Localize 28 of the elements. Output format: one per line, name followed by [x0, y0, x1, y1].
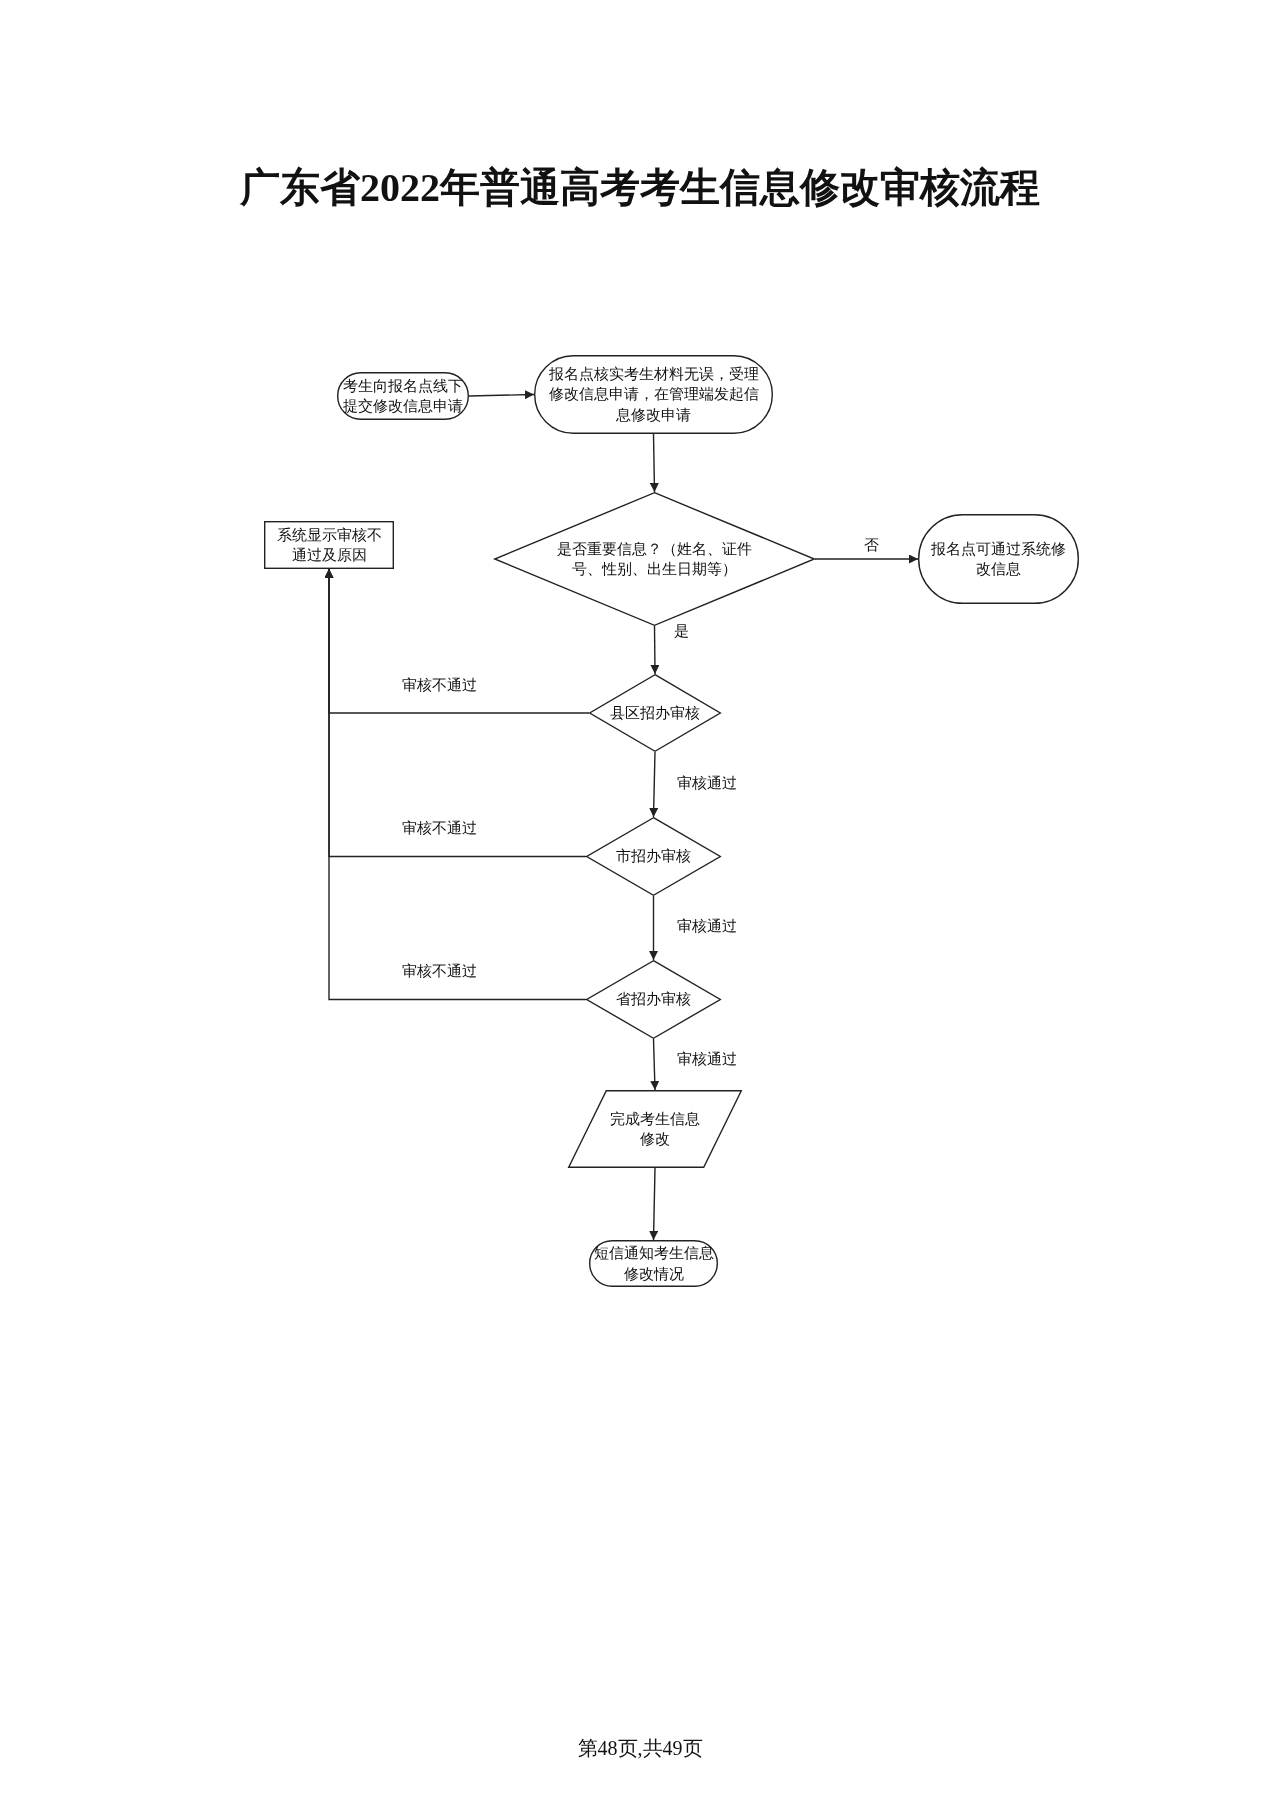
- edge-label: 否: [862, 536, 881, 555]
- arrow: [650, 625, 660, 675]
- title: 广东省2022年普通高考考生信息修改审核流程: [239, 164, 1041, 212]
- process-box: 系统显示审核不通过及原因: [264, 521, 394, 569]
- data-parallelogram: 完成考生信息修改: [568, 1090, 742, 1168]
- edge-label: 审核不通过: [400, 819, 479, 838]
- arrow: [324, 568, 587, 1001]
- terminal-box: 报名点核实考生材料无误，受理修改信息申请，在管理端发起信息修改申请: [534, 355, 773, 434]
- decision-diamond: 县区招办审核: [589, 674, 721, 752]
- page-number: 第48页,共49页: [576, 1736, 704, 1761]
- decision-diamond: 省招办审核: [586, 960, 721, 1039]
- arrow: [468, 390, 535, 400]
- edge-label: 审核不通过: [400, 676, 479, 695]
- edge-label: 审核不通过: [400, 962, 479, 981]
- decision-diamond: 市招办审核: [586, 817, 721, 896]
- terminal-box: 报名点可通过系统修改信息: [918, 514, 1079, 604]
- arrow: [650, 1038, 660, 1091]
- edge-label: 审核通过: [675, 774, 739, 793]
- edge-label: 审核通过: [675, 917, 739, 936]
- edge-label: 审核通过: [675, 1050, 739, 1069]
- terminal-box: 考生向报名点线下提交修改信息申请: [337, 372, 469, 420]
- arrow: [649, 751, 659, 818]
- terminal-box: 短信通知考生信息修改情况: [589, 1240, 718, 1287]
- arrow: [649, 1167, 659, 1241]
- arrow: [649, 433, 659, 493]
- arrow: [649, 895, 658, 961]
- arrow: [814, 554, 919, 564]
- edge-label: 是: [672, 622, 691, 641]
